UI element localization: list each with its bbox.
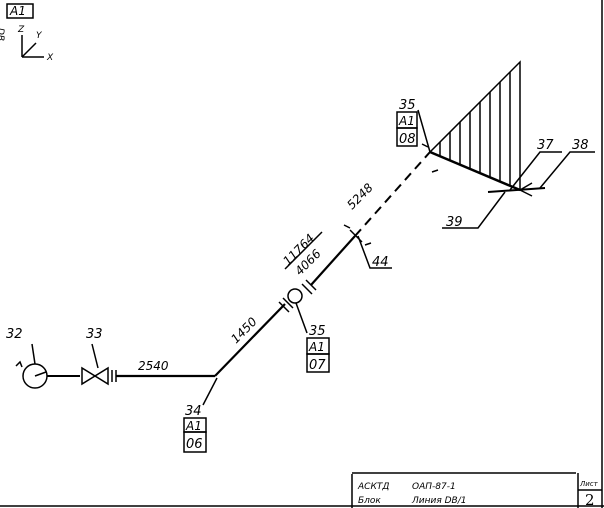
instrument-icon (287, 288, 303, 304)
support-number: 44 (372, 255, 389, 270)
dim-horizontal: 2540 (138, 359, 169, 373)
title-code: ОАП-87-1 (412, 482, 456, 492)
title-line: Линия DB/1 (411, 496, 467, 506)
format-label: A1 (9, 4, 26, 18)
pump-number: 32 (6, 327, 23, 342)
valve-icon (81, 366, 117, 386)
tag-35-mid-top: A1 (308, 340, 325, 354)
axis-z: Z (17, 25, 25, 35)
tag-35-top-number: 35 (399, 98, 416, 113)
axis-y: Y (36, 31, 43, 41)
tag-34-bottom: 06 (186, 437, 203, 452)
tag-34-top: A1 (185, 419, 202, 433)
title-block-label: Блок (358, 496, 381, 506)
tag-35-mid-number: 35 (309, 324, 326, 339)
end-38: 38 (572, 138, 589, 153)
valve-number: 33 (86, 327, 103, 342)
axis-side-label: DB (0, 28, 5, 41)
sheet-number: 2 (585, 491, 595, 508)
tag-35-mid-bottom: 07 (309, 358, 326, 373)
title-block-frame (351, 472, 576, 508)
dim-diag1: 1450 (228, 314, 260, 346)
axes-icon (21, 35, 44, 58)
pump-arrow-icon (15, 360, 23, 368)
format-box (6, 3, 34, 19)
tag-35-top-bottom: 08 (399, 132, 416, 147)
end-37: 37 (537, 138, 554, 153)
dim-diag3: 5248 (344, 180, 376, 212)
axis-x: X (46, 53, 54, 63)
title-org: АСКТД (357, 482, 389, 492)
flange-icon (278, 297, 294, 313)
hatched-support (428, 60, 521, 192)
sheet-label: Лист (579, 480, 599, 488)
end-39: 39 (446, 215, 463, 230)
tag-35-top-top: A1 (398, 114, 415, 128)
tag-34-number: 34 (185, 404, 202, 419)
